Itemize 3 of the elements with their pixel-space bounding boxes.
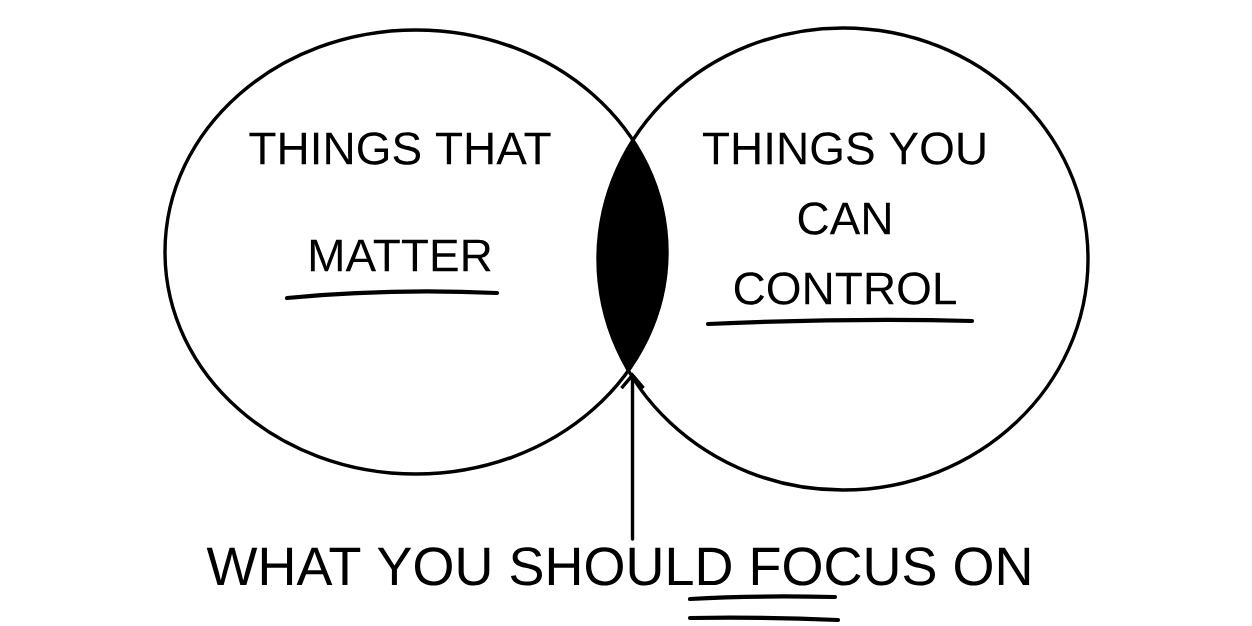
caption-text: WHAT YOU SHOULD FOCUS ON bbox=[206, 547, 1030, 586]
arrow bbox=[620, 372, 645, 541]
overlap-region bbox=[598, 140, 667, 371]
